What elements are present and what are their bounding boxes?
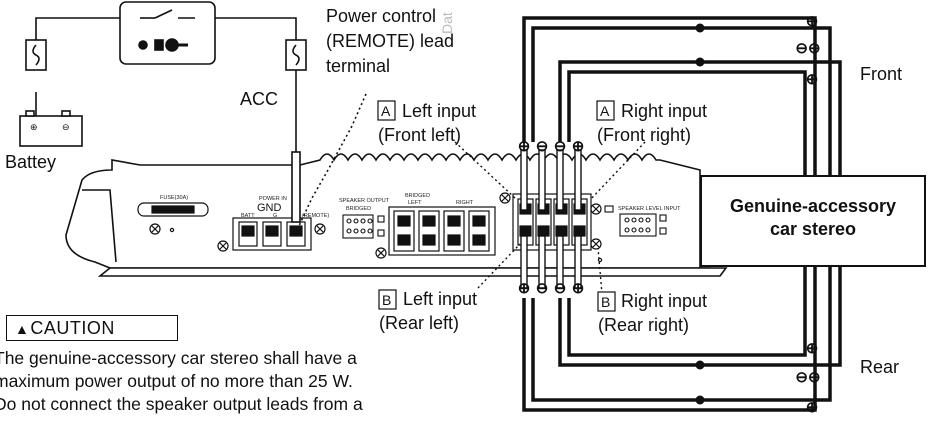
car-stereo-line1: Genuine-accessory bbox=[729, 196, 897, 216]
svg-text:Left input: Left input bbox=[403, 289, 477, 309]
svg-text:⊕: ⊕ bbox=[30, 122, 38, 132]
plus-icon: ⊕ bbox=[806, 340, 819, 357]
rear-label: Rear bbox=[860, 357, 899, 377]
power-lead-wires bbox=[291, 93, 367, 229]
front-label: Front bbox=[860, 64, 902, 84]
polarity-symbols: ⊕ ⊖ ⊖ ⊕ ⊕ ⊖ ⊖ ⊕ ⊕ ⊖⊖ ⊕ ⊕ ⊖⊖ ⊕ bbox=[518, 13, 821, 416]
svg-text:Right input: Right input bbox=[621, 101, 707, 121]
fuse-label: FUSE(30A) bbox=[160, 195, 188, 201]
minus-icon: ⊖ bbox=[554, 138, 567, 155]
ignition-switch-icon bbox=[119, 1, 216, 65]
bridged-label: BRIDGED bbox=[405, 193, 430, 199]
a-right-input-label: A Right input (Front right) bbox=[596, 100, 707, 145]
caution-line: Do not connect the speaker output leads … bbox=[0, 394, 363, 414]
plus-icon: ⊕ bbox=[518, 280, 531, 297]
speaker-terminal-block bbox=[375, 206, 496, 259]
battery-label: Battey bbox=[5, 152, 56, 172]
plus-icon: ⊕ bbox=[806, 399, 819, 416]
b-left-input-label: B Left input (Rear left) bbox=[378, 289, 477, 333]
bridged-small-label: BRIDGED bbox=[346, 206, 371, 212]
plus-icon: ⊕ bbox=[518, 138, 531, 155]
speaker-wires bbox=[522, 16, 842, 412]
plus-icon: ⊕ bbox=[572, 138, 585, 155]
watermark-text: Dat bbox=[439, 12, 455, 34]
car-stereo-box: Genuine-accessory car stereo bbox=[700, 175, 926, 267]
speaker-output-block bbox=[342, 214, 385, 239]
right-label: RIGHT bbox=[456, 200, 474, 206]
minus-icon: ⊖ bbox=[536, 280, 549, 297]
minus-pair-icon: ⊖⊖ bbox=[795, 40, 820, 57]
caution-line: The genuine-accessory car stereo shall h… bbox=[0, 348, 357, 368]
caution-text: The genuine-accessory car stereo shall h… bbox=[0, 347, 464, 416]
svg-text:(REMOTE) lead: (REMOTE) lead bbox=[326, 31, 454, 51]
speaker-level-input-label: SPEAKER LEVEL INPUT bbox=[618, 206, 681, 212]
power-in-label: POWER IN bbox=[259, 196, 287, 202]
speaker-level-input-block bbox=[604, 205, 667, 237]
fuse-battery-icon bbox=[25, 39, 47, 71]
power-terminal-block bbox=[217, 217, 326, 252]
car-stereo-line2: car stereo bbox=[769, 219, 857, 239]
svg-text:B: B bbox=[382, 292, 391, 308]
batt-label: BATT bbox=[241, 213, 255, 219]
svg-text:Right input: Right input bbox=[621, 291, 707, 311]
svg-text:Left input: Left input bbox=[402, 101, 476, 121]
caution-heading: ▲CAUTION bbox=[6, 315, 178, 341]
g-label: G bbox=[273, 213, 277, 219]
svg-text:(Rear right): (Rear right) bbox=[598, 315, 689, 335]
minus-pair-icon: ⊖⊖ bbox=[795, 369, 820, 386]
minus-icon: ⊖ bbox=[536, 138, 549, 155]
svg-text:B: B bbox=[601, 294, 610, 310]
svg-text:Power control: Power control bbox=[326, 6, 436, 26]
left-label: LEFT bbox=[408, 200, 422, 206]
b-right-input-label: B Right input (Rear right) bbox=[597, 291, 707, 335]
caution-line: maximum power output of no more than 25 … bbox=[0, 371, 353, 391]
warning-icon: ▲ bbox=[15, 321, 30, 337]
input-leads bbox=[520, 149, 582, 289]
acc-label: ACC bbox=[240, 89, 278, 109]
a-left-input-label: A Left input (Front left) bbox=[377, 100, 476, 145]
svg-text:(Rear left): (Rear left) bbox=[379, 313, 459, 333]
remote-label: (REMOTE) bbox=[302, 213, 329, 219]
svg-text:(Front right): (Front right) bbox=[597, 125, 691, 145]
caution-title: CAUTION bbox=[30, 318, 115, 338]
label-pointers bbox=[454, 141, 646, 295]
wire-junction-dots bbox=[695, 23, 705, 405]
plus-icon: ⊕ bbox=[806, 13, 819, 30]
speaker-output-label: SPEAKER OUTPUT bbox=[339, 198, 390, 204]
fuse-acc-icon bbox=[285, 39, 307, 71]
plus-icon: ⊕ bbox=[572, 280, 585, 297]
power-control-label: Power control (REMOTE) lead terminal bbox=[326, 6, 454, 76]
svg-text:terminal: terminal bbox=[326, 56, 390, 76]
gnd-label: GND bbox=[257, 202, 282, 214]
battery-icon: ⊕ ⊖ bbox=[19, 110, 83, 147]
svg-text:(Front left): (Front left) bbox=[378, 125, 461, 145]
minus-icon: ⊖ bbox=[554, 280, 567, 297]
amp-fuse-holder bbox=[137, 202, 209, 235]
svg-text:A: A bbox=[381, 103, 391, 119]
svg-text:⊖: ⊖ bbox=[62, 122, 70, 132]
svg-text:A: A bbox=[600, 103, 610, 119]
plus-icon: ⊕ bbox=[806, 71, 819, 88]
